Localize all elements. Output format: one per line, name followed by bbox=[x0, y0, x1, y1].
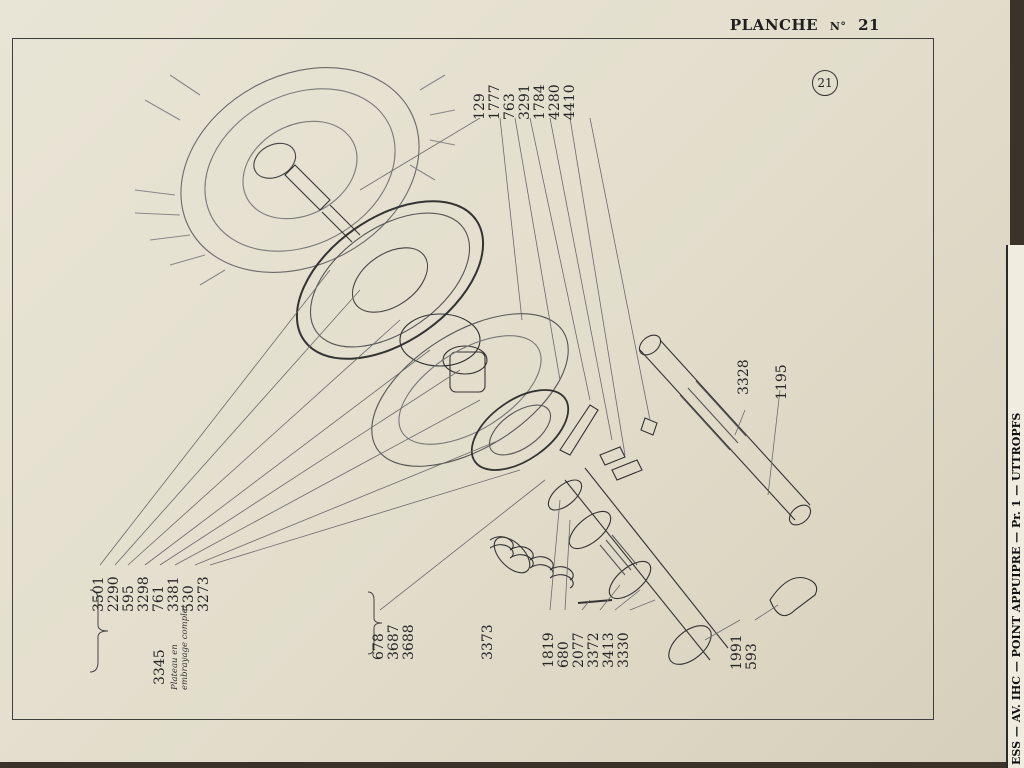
callout-spring: 3373 bbox=[480, 624, 496, 660]
bolt-part bbox=[577, 599, 613, 604]
callout-mid-3: 3688 bbox=[401, 624, 417, 660]
spring-part bbox=[489, 536, 574, 589]
plate-header-number: 21 bbox=[858, 16, 880, 34]
callout-top-2: 1777 bbox=[487, 84, 503, 120]
callout-mid-1: 678 bbox=[371, 633, 387, 660]
group-caption: Plateau en embrayage complet bbox=[170, 605, 190, 690]
callout-top-4: 3291 bbox=[517, 84, 533, 120]
ring-plate-part bbox=[470, 389, 570, 471]
callout-left-3: 595 bbox=[121, 585, 137, 612]
callout-mid-2: 3687 bbox=[386, 624, 402, 660]
callout-bottom-right-1: 1991 bbox=[729, 634, 745, 670]
group-ref-number: 3345 bbox=[152, 649, 168, 685]
callout-left-1: 3501 bbox=[91, 576, 107, 612]
plate-header-word: PLANCHE bbox=[729, 16, 819, 34]
callout-left-5: 761 bbox=[151, 585, 167, 612]
callout-bottom-6: 3330 bbox=[616, 632, 632, 668]
callout-top-6: 4280 bbox=[547, 84, 563, 120]
group-caption-line1: Plateau en bbox=[170, 644, 180, 690]
callout-left-2: 2290 bbox=[106, 576, 122, 612]
callout-shaft-1: 3328 bbox=[736, 359, 752, 395]
callouts-bottom: 1819 680 2077 3372 3413 3330 bbox=[541, 632, 632, 668]
mid-brace bbox=[367, 591, 383, 655]
clutch-disc-part bbox=[295, 200, 485, 360]
callout-bottom-1: 1819 bbox=[541, 632, 557, 668]
exploded-clutch-drawing bbox=[89, 67, 818, 673]
fork-part bbox=[769, 576, 818, 617]
pressure-plate-part bbox=[371, 313, 569, 467]
callout-left-8: 3273 bbox=[196, 576, 212, 612]
callouts-mid-group: 678 3687 3688 bbox=[371, 624, 417, 660]
adjacent-book-edge: ESS — AV. IHC — POINT APPUIPRE — Pr. 1 —… bbox=[1006, 245, 1024, 768]
callout-shaft-2: 1195 bbox=[774, 364, 790, 400]
callout-bottom-3: 2077 bbox=[571, 632, 587, 668]
callout-bottom-4: 3372 bbox=[586, 632, 602, 668]
group-brace bbox=[89, 589, 109, 673]
callouts-top: 129 1777 763 3291 1784 4280 4410 bbox=[472, 84, 578, 120]
plate-number-badge: 21 bbox=[812, 70, 838, 96]
splined-shaft-part bbox=[638, 334, 812, 526]
callout-top-3: 763 bbox=[502, 93, 518, 120]
plate-header: PLANCHE N° 21 bbox=[724, 16, 880, 34]
catalog-page: PLANCHE N° 21 21 bbox=[0, 0, 1010, 762]
callout-bottom-right-2: 593 bbox=[744, 643, 760, 670]
callout-bottom-2: 680 bbox=[556, 641, 572, 668]
flywheel-fan-part bbox=[180, 67, 420, 273]
callout-top-1: 129 bbox=[472, 93, 488, 120]
callout-top-7: 4410 bbox=[562, 84, 578, 120]
leader-lines bbox=[99, 117, 781, 641]
main-shaft-part bbox=[547, 467, 729, 665]
callouts-left: 3501 2290 595 3298 761 3381 530 3273 bbox=[91, 576, 212, 612]
callout-bottom-5: 3413 bbox=[601, 632, 617, 668]
hub-shaft-part bbox=[284, 164, 361, 243]
callouts-bottom-right: 1991 593 bbox=[729, 634, 760, 670]
adjacent-book-text: ESS — AV. IHC — POINT APPUIPRE — Pr. 1 —… bbox=[1010, 412, 1023, 765]
plate-header-no: N° bbox=[829, 20, 847, 33]
fan-blades-part bbox=[134, 74, 456, 286]
plate-frame bbox=[12, 38, 934, 720]
group-caption-line2: embrayage complet bbox=[180, 604, 190, 690]
callout-left-4: 3298 bbox=[136, 576, 152, 612]
callout-top-5: 1784 bbox=[532, 84, 548, 120]
lever-part bbox=[559, 404, 658, 481]
